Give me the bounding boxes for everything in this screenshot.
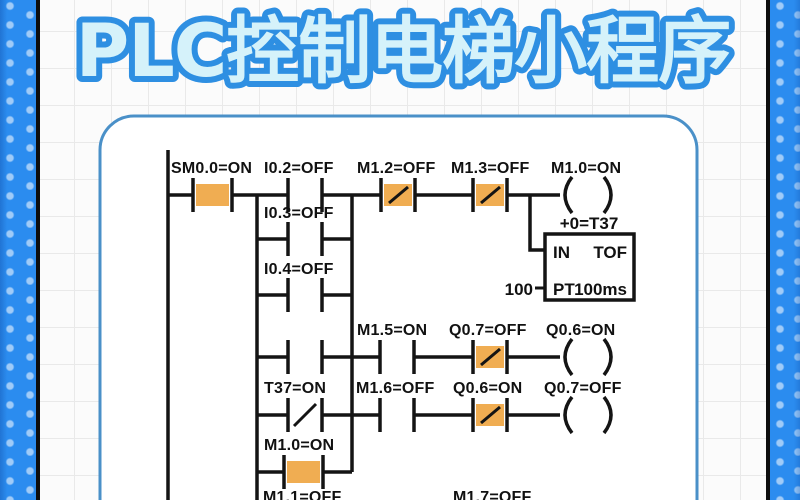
label-sm0-0: SM0.0=ON [171,160,252,177]
branch-row-i0-3: I0.3=OFF [257,205,352,256]
label-m1-1: M1.1=OFF [263,489,342,500]
label-t37: T37=ON [264,380,326,397]
label-q0-7-nc: Q0.7=OFF [449,322,527,339]
timer-box [543,232,636,302]
branch-row-i0-4: I0.4=OFF [257,261,352,312]
page-title: PLC控制电梯小程序 [76,9,731,94]
coil-m1-0 [563,175,613,215]
label-i0-4: I0.4=OFF [264,261,334,278]
timer-preset-value: 100 [505,280,533,299]
label-m1-7: M1.7=OFF [453,489,532,500]
right-black-line [766,0,770,500]
rung-1: SM0.0=ON I0.2=OFF M1.2=OFF M1.3=OFF M1.0… [168,160,621,215]
left-black-line [36,0,40,500]
timer-pt-label: PT [553,280,575,299]
label-i0-3: I0.3=OFF [264,205,334,222]
diagram-frame [98,114,699,500]
ladder-diagram: SM0.0=ON I0.2=OFF M1.2=OFF M1.3=OFF M1.0… [166,150,636,500]
timer-tof-t37: +0=T37 IN TOF PT 100ms 100 [505,195,636,302]
rung-4: M1.5=ON Q0.7=OFF Q0.6=ON [257,322,615,377]
label-q0-6-nc: Q0.6=ON [453,380,522,397]
label-coil-q0-7: Q0.7=OFF [544,380,622,397]
contact-q0-7-nc-energized [471,340,509,374]
left-border-bar [0,0,36,500]
timer-type-label: TOF [593,243,627,262]
label-coil-q0-6: Q0.6=ON [546,322,615,339]
label-m1-2: M1.2=OFF [357,160,436,177]
label-m1-3: M1.3=OFF [451,160,530,177]
right-border-bar [770,0,800,500]
timer-in-label: IN [553,243,570,262]
coil-q0-7 [563,395,613,435]
bottom-row-cutoff: M1.1=OFF M1.7=OFF [263,489,532,500]
label-coil-m1-0: M1.0=ON [551,160,621,177]
timer-title: +0=T37 [560,214,619,233]
contact-q0-6-nc-energized [471,398,509,432]
rung-5: T37=ON M1.6=OFF Q0.6=ON Q0.7=OFF [257,380,622,435]
label-i0-2: I0.2=OFF [264,160,334,177]
label-m1-5: M1.5=ON [357,322,427,339]
coil-q0-6 [563,337,613,377]
label-m1-6: M1.6=OFF [356,380,435,397]
label-m1-0-branch: M1.0=ON [264,437,334,454]
timer-timebase-label: 100ms [574,280,627,299]
branch-row-m1-0: M1.0=ON [257,437,352,489]
